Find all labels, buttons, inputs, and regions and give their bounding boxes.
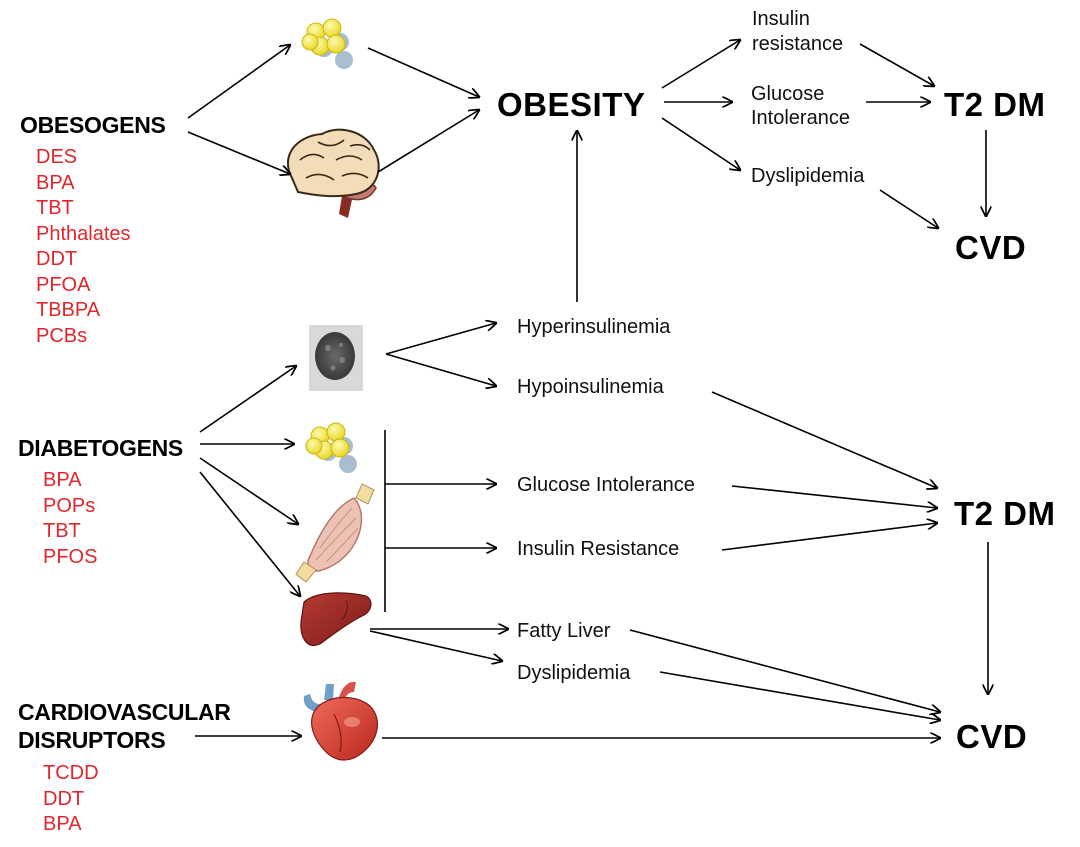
arrow-glucose-intolerance-to-t2dm-mid bbox=[731, 485, 937, 508]
arrow-hypoinsulinemia-to-t2dm bbox=[711, 391, 937, 488]
t2dm-mid-label: T2 DM bbox=[954, 495, 1056, 532]
chemical-item: DES bbox=[36, 146, 78, 168]
arrow-diabetogens-to-liver bbox=[199, 471, 300, 596]
glucose-intolerance-top-line2: Intolerance bbox=[751, 107, 850, 129]
cardio-chemical-list: TCDD DDT BPA bbox=[43, 761, 99, 838]
chemical-item: TBBPA bbox=[36, 299, 101, 321]
fat-cells-icon bbox=[301, 18, 353, 69]
chemical-item: TBT bbox=[36, 197, 74, 219]
t2dm-top-label: T2 DM bbox=[944, 86, 1046, 123]
dyslipidemia-top-label: Dyslipidemia bbox=[751, 165, 865, 187]
chemical-item: TCDD bbox=[43, 762, 99, 784]
obesity-label: OBESITY bbox=[497, 86, 646, 123]
arrow-insulin-resistance-to-t2dm bbox=[859, 43, 934, 86]
glucose-intolerance-top-line1: Glucose bbox=[751, 83, 825, 105]
arrow-islet-to-hypoinsulinemia bbox=[385, 353, 496, 386]
obesogens-chemical-list: DES BPA TBT Phthalates DDT PFOA TBBPA PC… bbox=[36, 145, 131, 349]
cardiovascular-disruptors-title-line1: CARDIOVASCULAR bbox=[18, 699, 231, 725]
chemical-item: PCBs bbox=[36, 324, 88, 347]
arrow-liver-to-dyslipidemia bbox=[369, 630, 502, 661]
cvd-bottom-label: CVD bbox=[956, 718, 1028, 755]
chemical-item: DDT bbox=[43, 787, 85, 810]
connector-lines bbox=[187, 40, 988, 738]
chemical-item: TBT bbox=[43, 520, 81, 542]
insulin-resistance-label: Insulin Resistance bbox=[517, 538, 680, 560]
arrow-islet-to-hyperinsulinemia bbox=[385, 323, 496, 355]
hypoinsulinemia-label: Hypoinsulinemia bbox=[517, 376, 664, 398]
chemical-item: DDT bbox=[36, 248, 78, 270]
chemical-item: BPA bbox=[36, 171, 75, 194]
cvd-top-label: CVD bbox=[955, 229, 1027, 266]
liver-icon bbox=[300, 592, 372, 646]
arrow-diabetogens-to-muscle bbox=[199, 457, 298, 524]
chemical-item: PFOS bbox=[43, 545, 98, 568]
chemical-item: PFOA bbox=[36, 273, 91, 296]
dyslipidemia-lower-label: Dyslipidemia bbox=[517, 662, 631, 684]
chemical-item: POPs bbox=[43, 494, 96, 517]
diabetogens-chemical-list: BPA POPs TBT PFOS bbox=[43, 468, 97, 570]
heart-icon bbox=[303, 681, 379, 761]
arrow-fat-to-obesity bbox=[367, 47, 479, 97]
arrow-dyslipidemia-to-cvd bbox=[879, 189, 938, 228]
glucose-intolerance-label: Glucose Intolerance bbox=[517, 474, 695, 496]
arrow-obesity-to-dyslipidemia bbox=[661, 117, 740, 170]
arrow-fatty-liver-to-cvd bbox=[629, 629, 940, 712]
chemical-item: Phthalates bbox=[36, 222, 131, 245]
insulin-resistance-top-line2: resistance bbox=[752, 33, 844, 55]
chemical-item: BPA bbox=[43, 469, 82, 491]
brain-icon bbox=[286, 128, 380, 218]
fatty-liver-label: Fatty Liver bbox=[517, 620, 611, 642]
arrow-brain-to-obesity bbox=[377, 110, 479, 173]
diabetogens-title: DIABETOGENS bbox=[18, 435, 183, 461]
arrow-obesogens-to-fat bbox=[187, 45, 290, 119]
cardiovascular-disruptors-title-line2: DISRUPTORS bbox=[18, 727, 166, 753]
pancreatic-islet-icon bbox=[309, 325, 363, 391]
fat-cells-icon bbox=[305, 422, 357, 473]
arrow-insulin-resistance-to-t2dm-mid bbox=[721, 523, 937, 551]
muscle-icon bbox=[295, 483, 375, 583]
chemical-item: BPA bbox=[43, 813, 82, 835]
obesogens-title: OBESOGENS bbox=[20, 112, 166, 138]
arrow-diabetogens-to-islet bbox=[199, 366, 296, 433]
insulin-resistance-top-line1: Insulin bbox=[752, 8, 810, 30]
hyperinsulinemia-label: Hyperinsulinemia bbox=[517, 316, 671, 338]
arrow-dyslipidemia-to-cvd-bottom bbox=[659, 671, 940, 720]
arrow-obesity-to-insulin-resistance bbox=[661, 40, 740, 89]
arrow-obesogens-to-brain bbox=[187, 131, 290, 174]
